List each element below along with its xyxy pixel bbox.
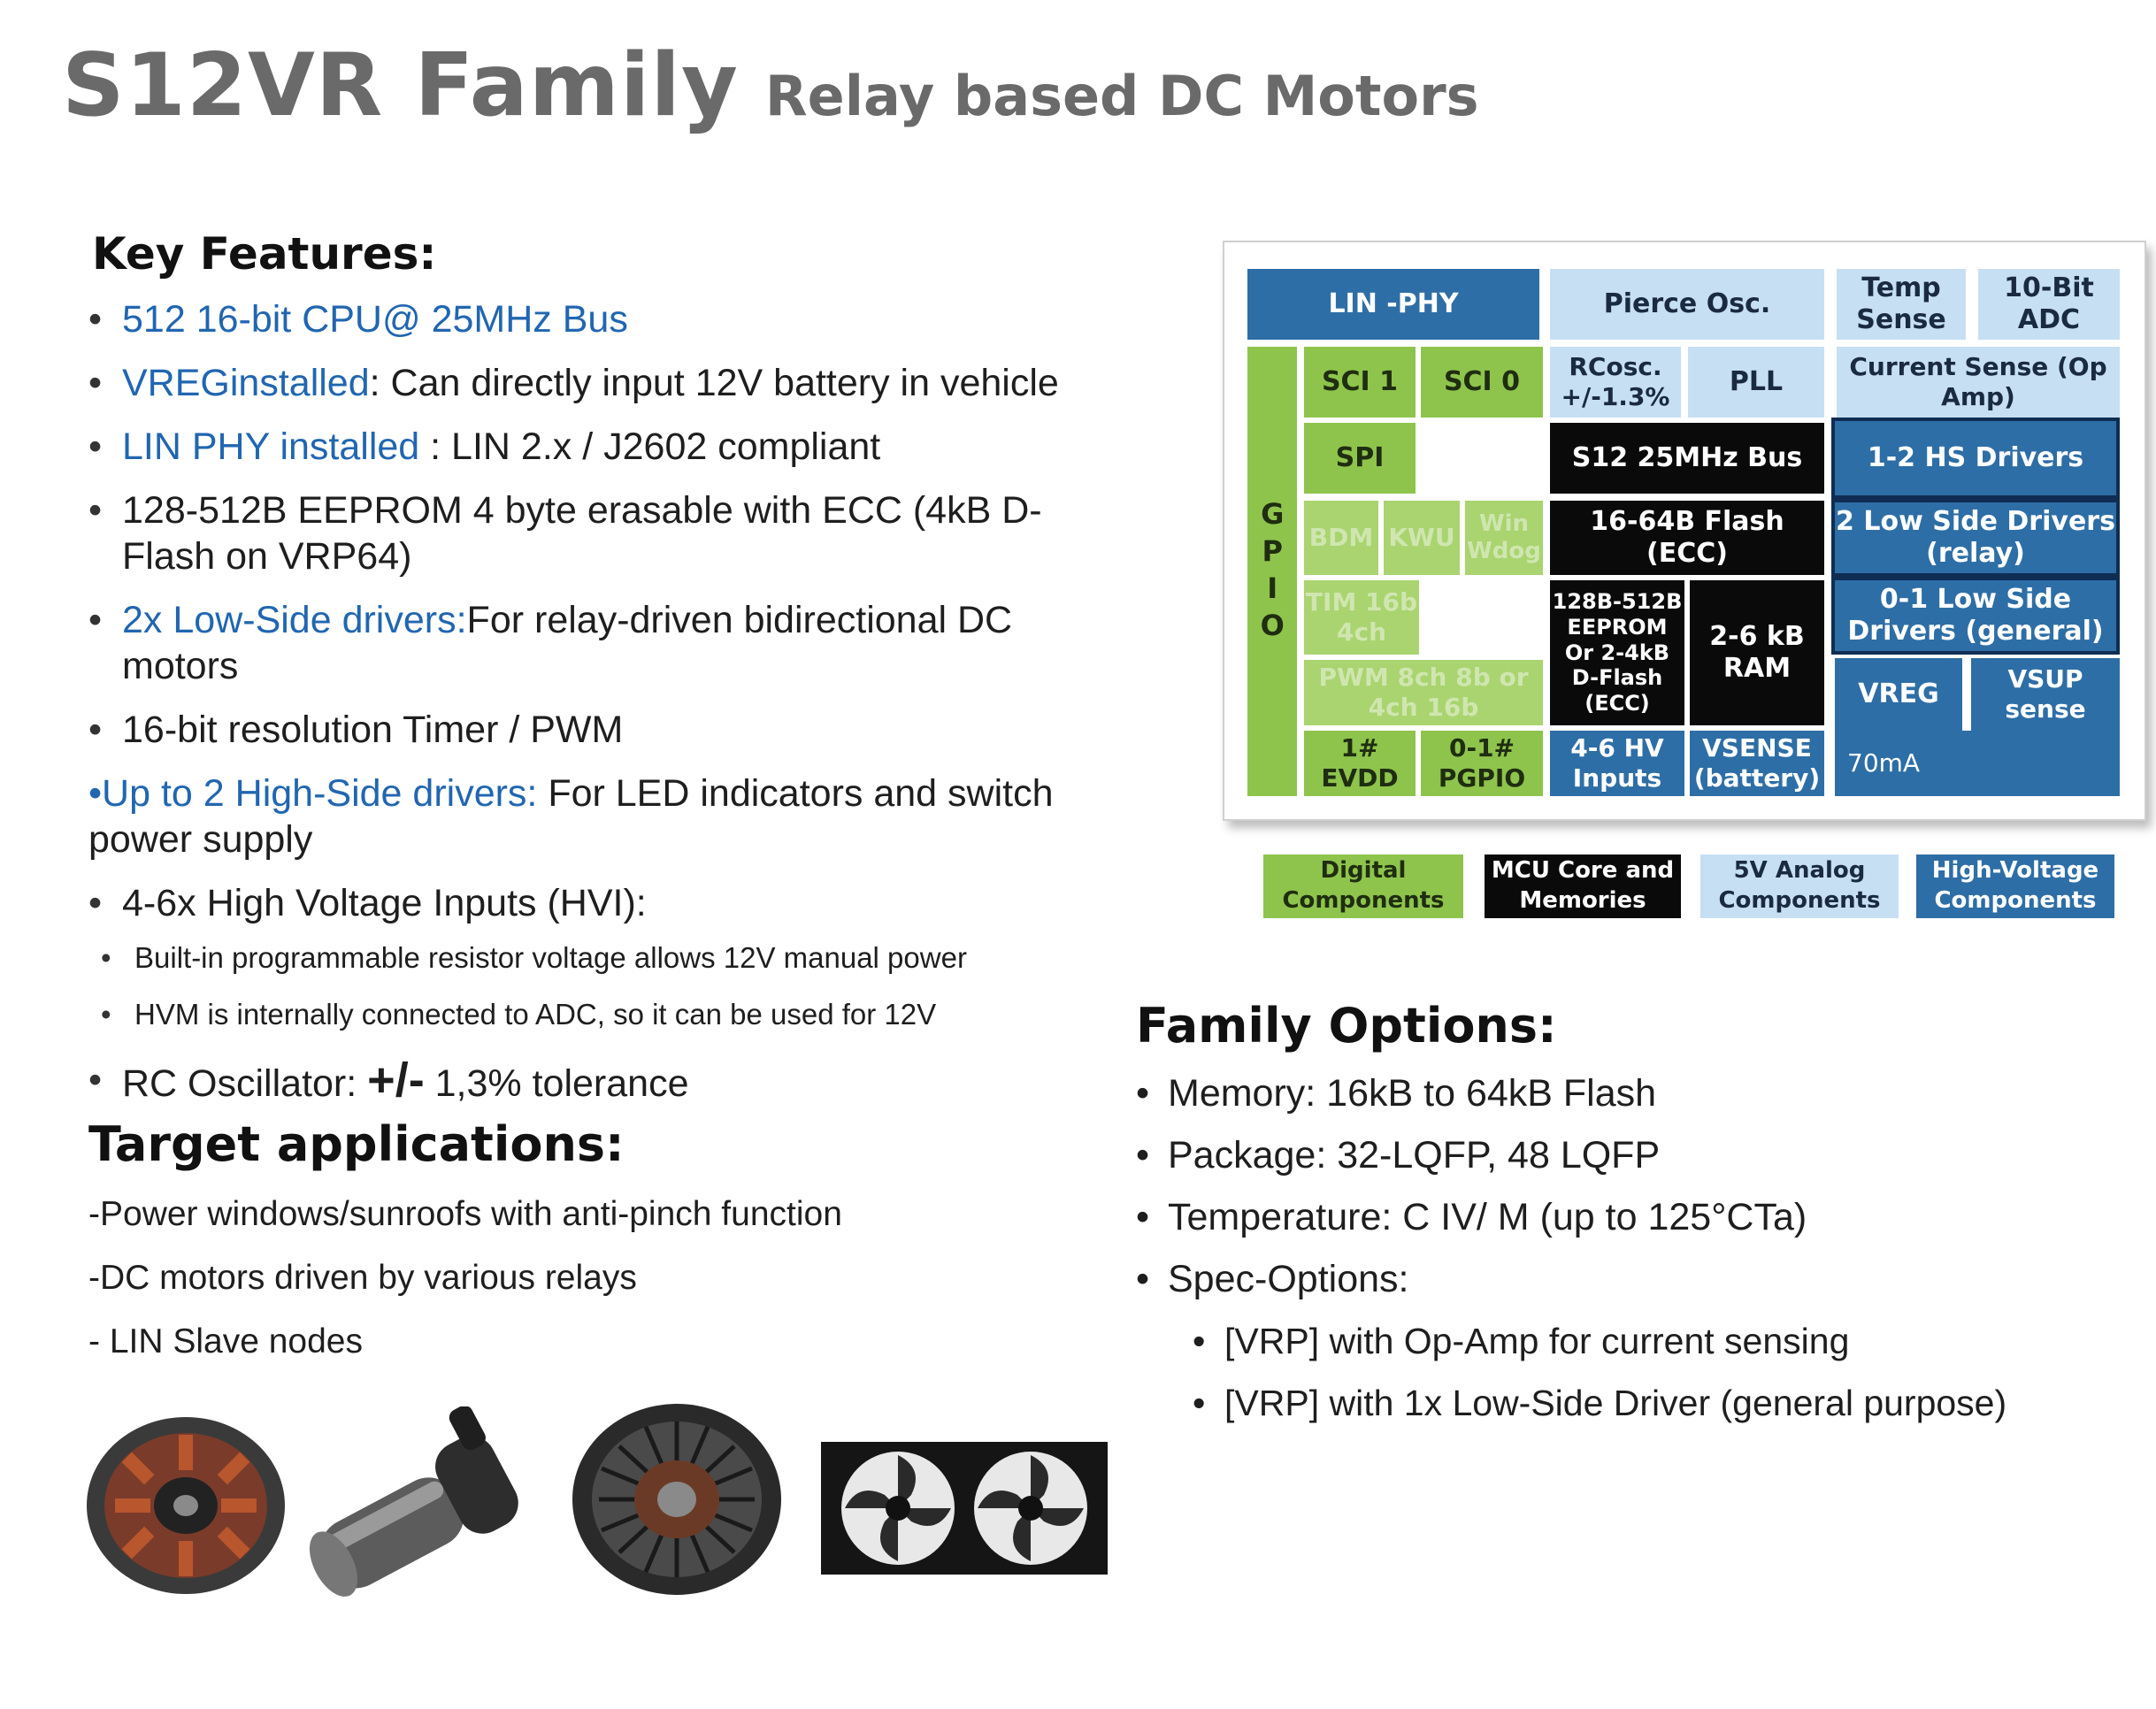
legend-digital: Digital Components — [1263, 854, 1463, 918]
feature-item: LIN PHY installed : LIN 2.x / J2602 comp… — [88, 424, 1132, 470]
tim-block: TIM 16b 4ch — [1304, 580, 1419, 655]
application-item: -DC motors driven by various relays — [88, 1259, 637, 1297]
target-applications-heading: Target applications: — [88, 1116, 625, 1172]
application-item: - LIN Slave nodes — [88, 1322, 364, 1360]
application-item: -Power windows/sunroofs with anti-pinch … — [88, 1195, 842, 1233]
wdog-block: Win Wdog — [1465, 501, 1543, 575]
vreg-block: VREG — [1835, 658, 1962, 731]
eeprom-block: 128B-512B EEPROM Or 2-4kB D-Flash (ECC) — [1550, 580, 1684, 725]
flash-block: 16-64B Flash (ECC) — [1550, 501, 1824, 575]
title-main: S12VR Family — [62, 35, 739, 136]
hv-inputs-block: 4-6 HV Inputs — [1550, 731, 1684, 796]
pll-block: PLL — [1688, 347, 1824, 418]
feature-item: VREGinstalled: Can directly input 12V ba… — [88, 360, 1132, 406]
key-features-list: 512 16-bit CPU@ 25MHz Bus VREGinstalled:… — [88, 296, 1132, 1124]
family-options-list: Memory: 16kB to 64kB Flash Package: 32-L… — [1136, 1070, 2006, 1442]
evdd-block: 1# EVDD — [1304, 731, 1416, 796]
sci0-block: SCI 0 — [1421, 347, 1543, 418]
temp-sense-block: Temp Sense — [1837, 269, 1966, 340]
legend-hv: High-Voltage Components — [1916, 854, 2114, 918]
feature-item: 4-6x High Voltage Inputs (HVI): — [88, 880, 1132, 926]
vreg-current-block: 70mA — [1835, 731, 2120, 796]
feature-item: •Up to 2 High-Side drivers: For LED indi… — [88, 772, 1054, 861]
pgpio-block: 0-1# PGPIO — [1421, 731, 1543, 796]
feature-item: 128-512B EEPROM 4 byte erasable with ECC… — [88, 487, 1132, 579]
vsense-block: VSENSE (battery) — [1690, 731, 1824, 796]
option-subitem: [VRP] with 1x Low-Side Driver (general p… — [1193, 1380, 2006, 1426]
pump-motor-image — [309, 1406, 518, 1597]
ram-block: 2-6 kB RAM — [1690, 580, 1824, 725]
family-options-heading: Family Options: — [1136, 998, 1557, 1054]
hs-drivers-block: 1-2 HS Drivers — [1831, 418, 2120, 499]
feature-item: 2x Low-Side drivers:For relay-driven bid… — [88, 597, 1132, 689]
rcosc-block: RCosc. +/-1.3% — [1550, 347, 1681, 418]
spi-block: SPI — [1304, 423, 1416, 494]
kwu-block: KWU — [1384, 501, 1460, 575]
option-subitem: [VRP] with Op-Amp for current sensing — [1193, 1318, 2006, 1364]
option-item: Spec-Options: — [1136, 1256, 2006, 1302]
blower-motor-image — [572, 1404, 781, 1595]
bdm-block: BDM — [1304, 501, 1378, 575]
option-item: Memory: 16kB to 64kB Flash — [1136, 1070, 2006, 1116]
vsup-block: VSUP sense — [1971, 658, 2120, 731]
block-diagram: LIN -PHY Pierce Osc. Temp Sense 10-Bit A… — [1223, 241, 2146, 821]
feature-item: 512 16-bit CPU@ 25MHz Bus — [88, 296, 1132, 342]
motor-stator-image — [87, 1417, 285, 1594]
feature-item: 16-bit resolution Timer / PWM — [88, 707, 1132, 753]
current-sense-block: Current Sense (Op Amp) — [1837, 347, 2120, 418]
title-subtitle: Relay based DC Motors — [764, 64, 1479, 128]
key-features-heading: Key Features: — [92, 228, 437, 280]
pierce-osc-block: Pierce Osc. — [1550, 269, 1824, 340]
target-applications-list: -Power windows/sunroofs with anti-pinch … — [88, 1192, 842, 1383]
ls-general-block: 0-1 Low Side Drivers (general) — [1831, 577, 2120, 655]
radiator-fan-image — [821, 1442, 1108, 1575]
feature-subitem: HVM is internally connected to ADC, so i… — [88, 997, 1132, 1032]
option-item: Package: 32-LQFP, 48 LQFP — [1136, 1132, 2006, 1178]
pwm-block: PWM 8ch 8b or 4ch 16b — [1304, 660, 1543, 725]
legend-mcu: MCU Core and Memories — [1485, 854, 1681, 918]
sci1-block: SCI 1 — [1304, 347, 1416, 418]
page-title: S12VR Family Relay based DC Motors — [62, 35, 1479, 136]
adc-block: 10-Bit ADC — [1978, 269, 2120, 340]
ls-relay-block: 2 Low Side Drivers (relay) — [1831, 499, 2120, 577]
lin-phy-block: LIN -PHY — [1247, 269, 1539, 340]
empty-block — [1424, 580, 1543, 655]
empty-block — [1421, 423, 1543, 494]
legend-analog: 5V Analog Components — [1700, 854, 1899, 918]
gpio-block: GPIO — [1247, 347, 1297, 796]
option-item: Temperature: C IV/ M (up to 125°CTa) — [1136, 1194, 2006, 1240]
feature-item: RC Oscillator: +/- 1,3% tolerance — [88, 1056, 1132, 1107]
feature-subitem: Built-in programmable resistor voltage a… — [88, 940, 1132, 976]
bus-block: S12 25MHz Bus — [1550, 423, 1824, 494]
